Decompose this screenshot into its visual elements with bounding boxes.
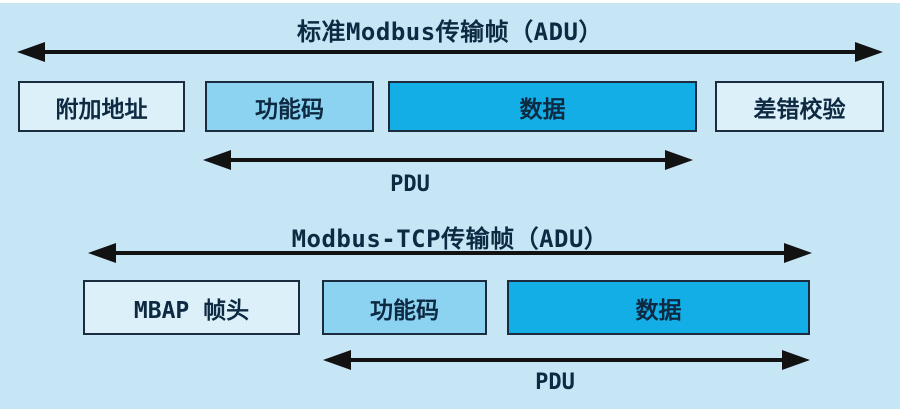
- arrowhead-left-icon: [88, 243, 116, 263]
- arrow-shaft: [110, 251, 790, 255]
- top-edge-divider: [0, 0, 900, 3]
- box-function-code: 功能码: [205, 81, 374, 132]
- arrowhead-right-icon: [855, 42, 883, 62]
- box-error-check-label: 差错校验: [753, 96, 846, 123]
- box-function-code-tcp-label: 功能码: [370, 297, 439, 324]
- arrow-shaft: [225, 158, 671, 162]
- arrow-shaft: [39, 50, 861, 54]
- box-function-code-label: 功能码: [255, 96, 324, 123]
- arrowhead-left-icon: [323, 350, 351, 370]
- box-mbap-header: MBAP 帧头: [83, 280, 300, 335]
- arrow-shaft: [345, 358, 788, 362]
- box-additional-address-label: 附加地址: [55, 96, 148, 123]
- standard-adu-span-arrow: [17, 42, 883, 62]
- standard-pdu-label: PDU: [390, 172, 430, 197]
- box-error-check: 差错校验: [715, 81, 884, 132]
- tcp-adu-title: Modbus-TCP传输帧（ADU）: [291, 225, 609, 253]
- box-data: 数据: [388, 81, 697, 132]
- box-mbap-header-label: MBAP 帧头: [133, 297, 250, 324]
- arrowhead-right-icon: [665, 150, 693, 170]
- box-additional-address: 附加地址: [18, 81, 185, 132]
- box-data-tcp-label: 数据: [635, 297, 682, 324]
- tcp-adu-span-arrow: [88, 243, 812, 263]
- tcp-pdu-span-arrow: [323, 350, 810, 370]
- arrowhead-right-icon: [784, 243, 812, 263]
- box-function-code-tcp: 功能码: [322, 280, 487, 335]
- box-data-label: 数据: [519, 96, 566, 123]
- arrowhead-left-icon: [17, 42, 45, 62]
- bottom-edge-divider: [0, 409, 900, 412]
- tcp-pdu-label: PDU: [535, 370, 575, 395]
- standard-adu-title: 标准Modbus传输帧（ADU）: [296, 18, 604, 46]
- arrowhead-left-icon: [203, 150, 231, 170]
- box-data-tcp: 数据: [507, 280, 810, 335]
- arrowhead-right-icon: [782, 350, 810, 370]
- standard-pdu-span-arrow: [203, 150, 693, 170]
